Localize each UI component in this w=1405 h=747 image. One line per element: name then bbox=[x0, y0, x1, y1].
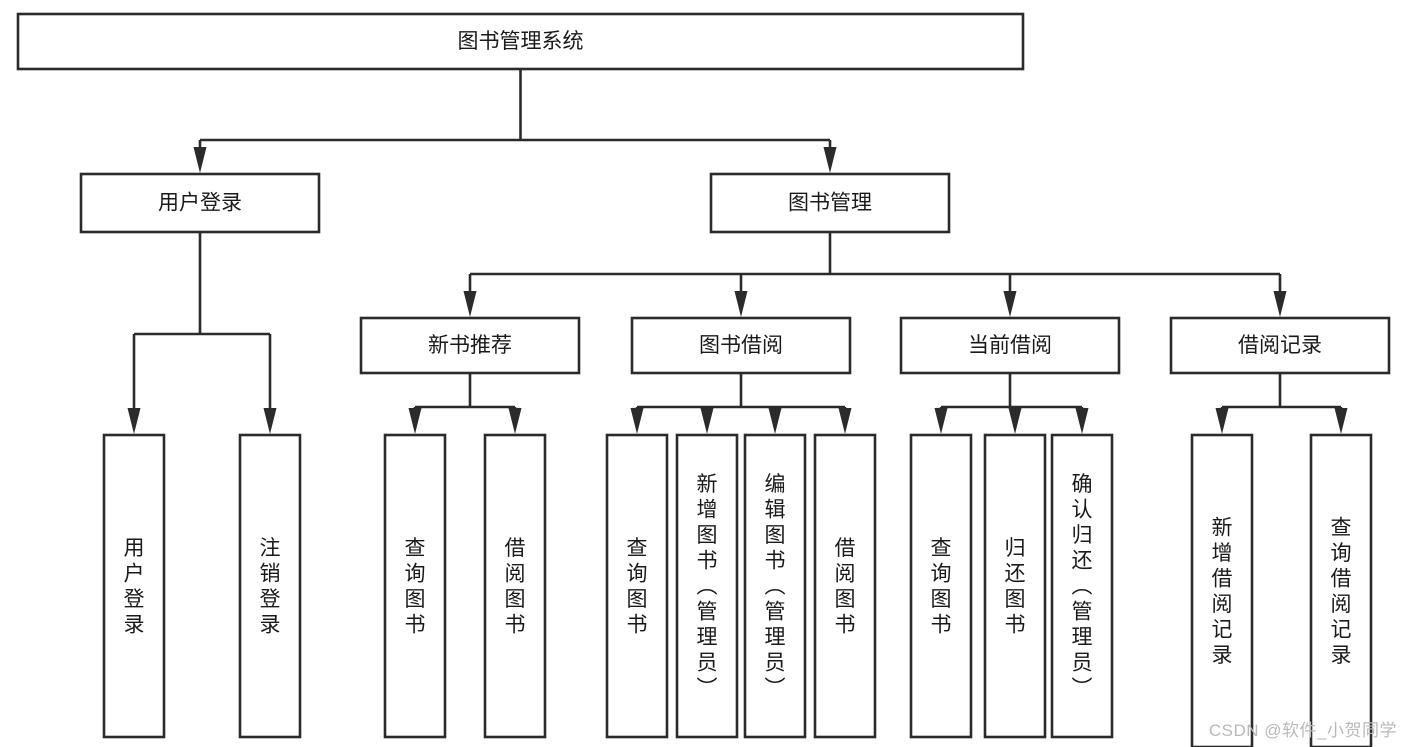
node-leaf-user-login[interactable]: 用户登录 bbox=[102, 433, 166, 739]
node-label-new-book-recommend: 新书推荐 bbox=[428, 334, 512, 357]
node-box-leaf-user-logout[interactable] bbox=[238, 433, 302, 739]
node-box-book-borrow[interactable] bbox=[630, 316, 852, 375]
node-box-leaf-add-book-admin[interactable] bbox=[675, 433, 739, 739]
node-book-borrow[interactable]: 图书借阅 bbox=[630, 316, 852, 375]
node-label-leaf-confirm-return-admin: 确认归还︵管理员︶ bbox=[1072, 473, 1093, 700]
node-root[interactable]: 图书管理系统 bbox=[16, 12, 1025, 71]
node-label-leaf-user-logout: 注销登录 bbox=[260, 537, 281, 637]
node-label-leaf-user-login: 用户登录 bbox=[124, 537, 145, 637]
node-box-leaf-confirm-return-admin[interactable] bbox=[1050, 433, 1114, 739]
node-user-login[interactable]: 用户登录 bbox=[79, 172, 321, 234]
node-new-book-recommend[interactable]: 新书推荐 bbox=[359, 316, 581, 375]
node-label-leaf-query-borrow-record: 查询借阅记录 bbox=[1331, 516, 1352, 667]
edge-group-book-manage bbox=[463, 232, 1287, 317]
node-label-leaf-borrow-book-1: 借阅图书 bbox=[505, 537, 526, 637]
node-box-leaf-return-book[interactable] bbox=[983, 433, 1047, 739]
node-label-current-borrow: 当前借阅 bbox=[968, 334, 1052, 357]
edge-group-root bbox=[193, 69, 837, 173]
edge-group-user-login bbox=[127, 232, 277, 434]
node-box-new-book-recommend[interactable] bbox=[359, 316, 581, 375]
node-box-leaf-add-borrow-record[interactable] bbox=[1190, 433, 1254, 747]
node-box-root[interactable] bbox=[16, 12, 1025, 71]
node-leaf-query-book-3[interactable]: 查询图书 bbox=[909, 433, 973, 739]
node-label-leaf-borrow-book-2: 借阅图书 bbox=[835, 537, 856, 637]
node-layer: 图书管理系统用户登录图书管理新书推荐图书借阅当前借阅借阅记录用户登录注销登录查询… bbox=[16, 12, 1391, 747]
edge-group-book-borrow bbox=[630, 373, 852, 434]
node-leaf-add-borrow-record[interactable]: 新增借阅记录 bbox=[1190, 433, 1254, 747]
node-label-leaf-add-book-admin: 新增图书︵管理员︶ bbox=[697, 473, 718, 700]
node-box-book-manage[interactable] bbox=[709, 172, 951, 234]
node-box-user-login[interactable] bbox=[79, 172, 321, 234]
node-box-current-borrow[interactable] bbox=[899, 316, 1121, 375]
node-label-book-borrow: 图书借阅 bbox=[699, 334, 783, 357]
node-label-book-manage: 图书管理 bbox=[788, 192, 872, 215]
node-box-leaf-borrow-book-1[interactable] bbox=[483, 433, 547, 739]
edge-group-new-book-recommend bbox=[408, 373, 522, 434]
node-leaf-query-borrow-record[interactable]: 查询借阅记录 bbox=[1309, 433, 1373, 747]
node-label-leaf-query-book-3: 查询图书 bbox=[931, 537, 952, 637]
node-leaf-edit-book-admin[interactable]: 编辑图书︵管理员︶ bbox=[743, 433, 807, 739]
node-borrow-record[interactable]: 借阅记录 bbox=[1169, 316, 1391, 375]
edge-group-borrow-record bbox=[1215, 373, 1348, 434]
node-leaf-add-book-admin[interactable]: 新增图书︵管理员︶ bbox=[675, 433, 739, 739]
node-book-manage[interactable]: 图书管理 bbox=[709, 172, 951, 234]
node-label-leaf-query-book-2: 查询图书 bbox=[627, 537, 648, 637]
node-label-borrow-record: 借阅记录 bbox=[1238, 334, 1322, 357]
node-current-borrow[interactable]: 当前借阅 bbox=[899, 316, 1121, 375]
node-leaf-query-book-1[interactable]: 查询图书 bbox=[383, 433, 447, 739]
node-box-borrow-record[interactable] bbox=[1169, 316, 1391, 375]
node-leaf-borrow-book-1[interactable]: 借阅图书 bbox=[483, 433, 547, 739]
node-box-leaf-query-book-2[interactable] bbox=[605, 433, 669, 739]
node-label-leaf-edit-book-admin: 编辑图书︵管理员︶ bbox=[765, 473, 786, 700]
node-label-leaf-add-borrow-record: 新增借阅记录 bbox=[1212, 516, 1233, 667]
node-label-user-login: 用户登录 bbox=[158, 192, 242, 215]
node-leaf-confirm-return-admin[interactable]: 确认归还︵管理员︶ bbox=[1050, 433, 1114, 739]
node-box-leaf-query-borrow-record[interactable] bbox=[1309, 433, 1373, 747]
node-leaf-user-logout[interactable]: 注销登录 bbox=[238, 433, 302, 739]
node-leaf-borrow-book-2[interactable]: 借阅图书 bbox=[813, 433, 877, 739]
node-box-leaf-edit-book-admin[interactable] bbox=[743, 433, 807, 739]
node-box-leaf-user-login[interactable] bbox=[102, 433, 166, 739]
node-box-leaf-query-book-3[interactable] bbox=[909, 433, 973, 739]
node-box-leaf-borrow-book-2[interactable] bbox=[813, 433, 877, 739]
connector-layer bbox=[127, 69, 1348, 434]
edge-group-current-borrow bbox=[934, 373, 1089, 434]
node-leaf-query-book-2[interactable]: 查询图书 bbox=[605, 433, 669, 739]
node-label-leaf-return-book: 归还图书 bbox=[1005, 537, 1026, 637]
node-leaf-return-book[interactable]: 归还图书 bbox=[983, 433, 1047, 739]
node-label-leaf-query-book-1: 查询图书 bbox=[405, 537, 426, 637]
node-box-leaf-query-book-1[interactable] bbox=[383, 433, 447, 739]
node-label-root: 图书管理系统 bbox=[458, 30, 584, 53]
